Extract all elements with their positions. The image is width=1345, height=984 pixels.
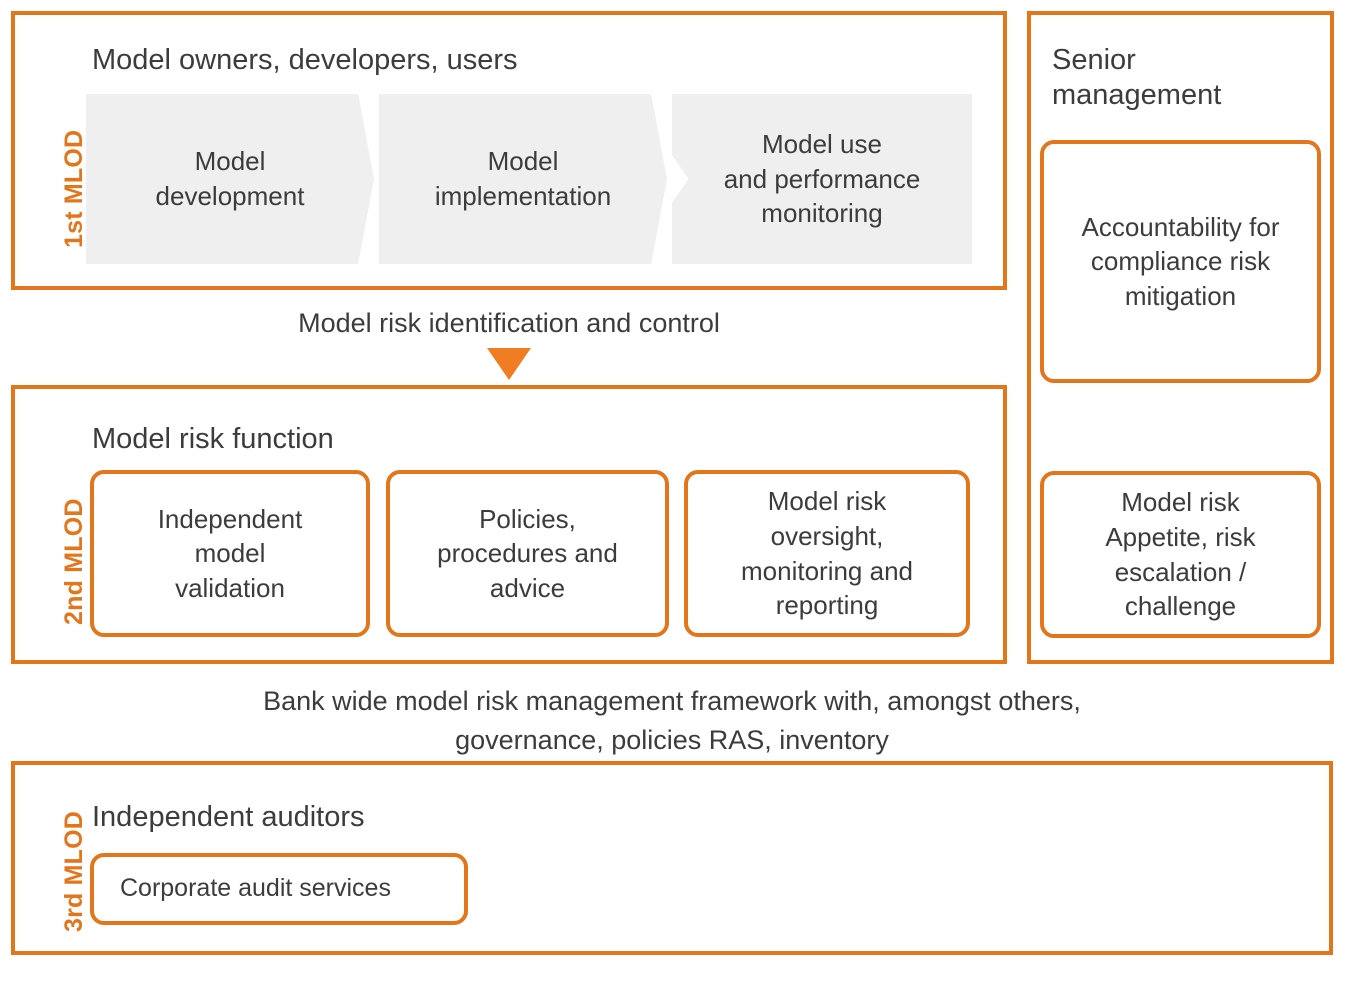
box-label: Model risk Appetite, risk escalation / c… xyxy=(1105,487,1256,622)
lod-label-third: 3rd MLOD xyxy=(60,810,88,932)
heading-senior-management: Senior management xyxy=(1052,44,1222,112)
box-label: Accountability for compliance risk mitig… xyxy=(1081,211,1280,311)
heading-third-line: Independent auditors xyxy=(92,801,365,833)
box-independent-model-validation[interactable]: Independent model validation xyxy=(90,470,370,637)
box-label: Policies, procedures and advice xyxy=(437,503,618,603)
connector-label-risk-identification: Model risk identification and control xyxy=(298,308,720,338)
process-box-model-development[interactable]: Model development xyxy=(86,94,374,264)
process-box-model-use-monitoring[interactable]: Model use and performance monitoring xyxy=(672,94,972,264)
box-model-risk-appetite-escalation-challenge[interactable]: Model risk Appetite, risk escalation / c… xyxy=(1040,471,1321,638)
box-label: Model risk oversight, monitoring and rep… xyxy=(741,486,913,621)
process-box-model-implementation[interactable]: Model implementation xyxy=(379,94,667,264)
process-box-label: Model use and performance monitoring xyxy=(723,129,921,229)
process-box-label: Model development xyxy=(155,146,305,211)
box-label: Corporate audit services xyxy=(120,874,391,903)
framework-caption: Bank wide model risk management framewor… xyxy=(11,682,1333,760)
heading-second-line: Model risk function xyxy=(92,423,334,455)
lod-label-second: 2nd MLOD xyxy=(60,498,88,625)
process-box-label: Model implementation xyxy=(434,146,612,211)
box-label: Independent model validation xyxy=(157,503,303,603)
box-policies-procedures-advice[interactable]: Policies, procedures and advice xyxy=(386,470,669,637)
box-accountability-compliance-risk-mitigation[interactable]: Accountability for compliance risk mitig… xyxy=(1040,140,1321,383)
box-corporate-audit-services[interactable]: Corporate audit services xyxy=(90,853,468,925)
box-model-risk-oversight-monitoring-reporting[interactable]: Model risk oversight, monitoring and rep… xyxy=(684,470,970,637)
heading-first-line: Model owners, developers, users xyxy=(92,44,518,76)
down-triangle-icon xyxy=(487,348,531,380)
lod-label-first: 1st MLOD xyxy=(60,129,88,248)
framework-caption-line-2: governance, policies RAS, inventory xyxy=(455,725,889,756)
framework-caption-line-1: Bank wide model risk management framewor… xyxy=(263,686,1081,716)
